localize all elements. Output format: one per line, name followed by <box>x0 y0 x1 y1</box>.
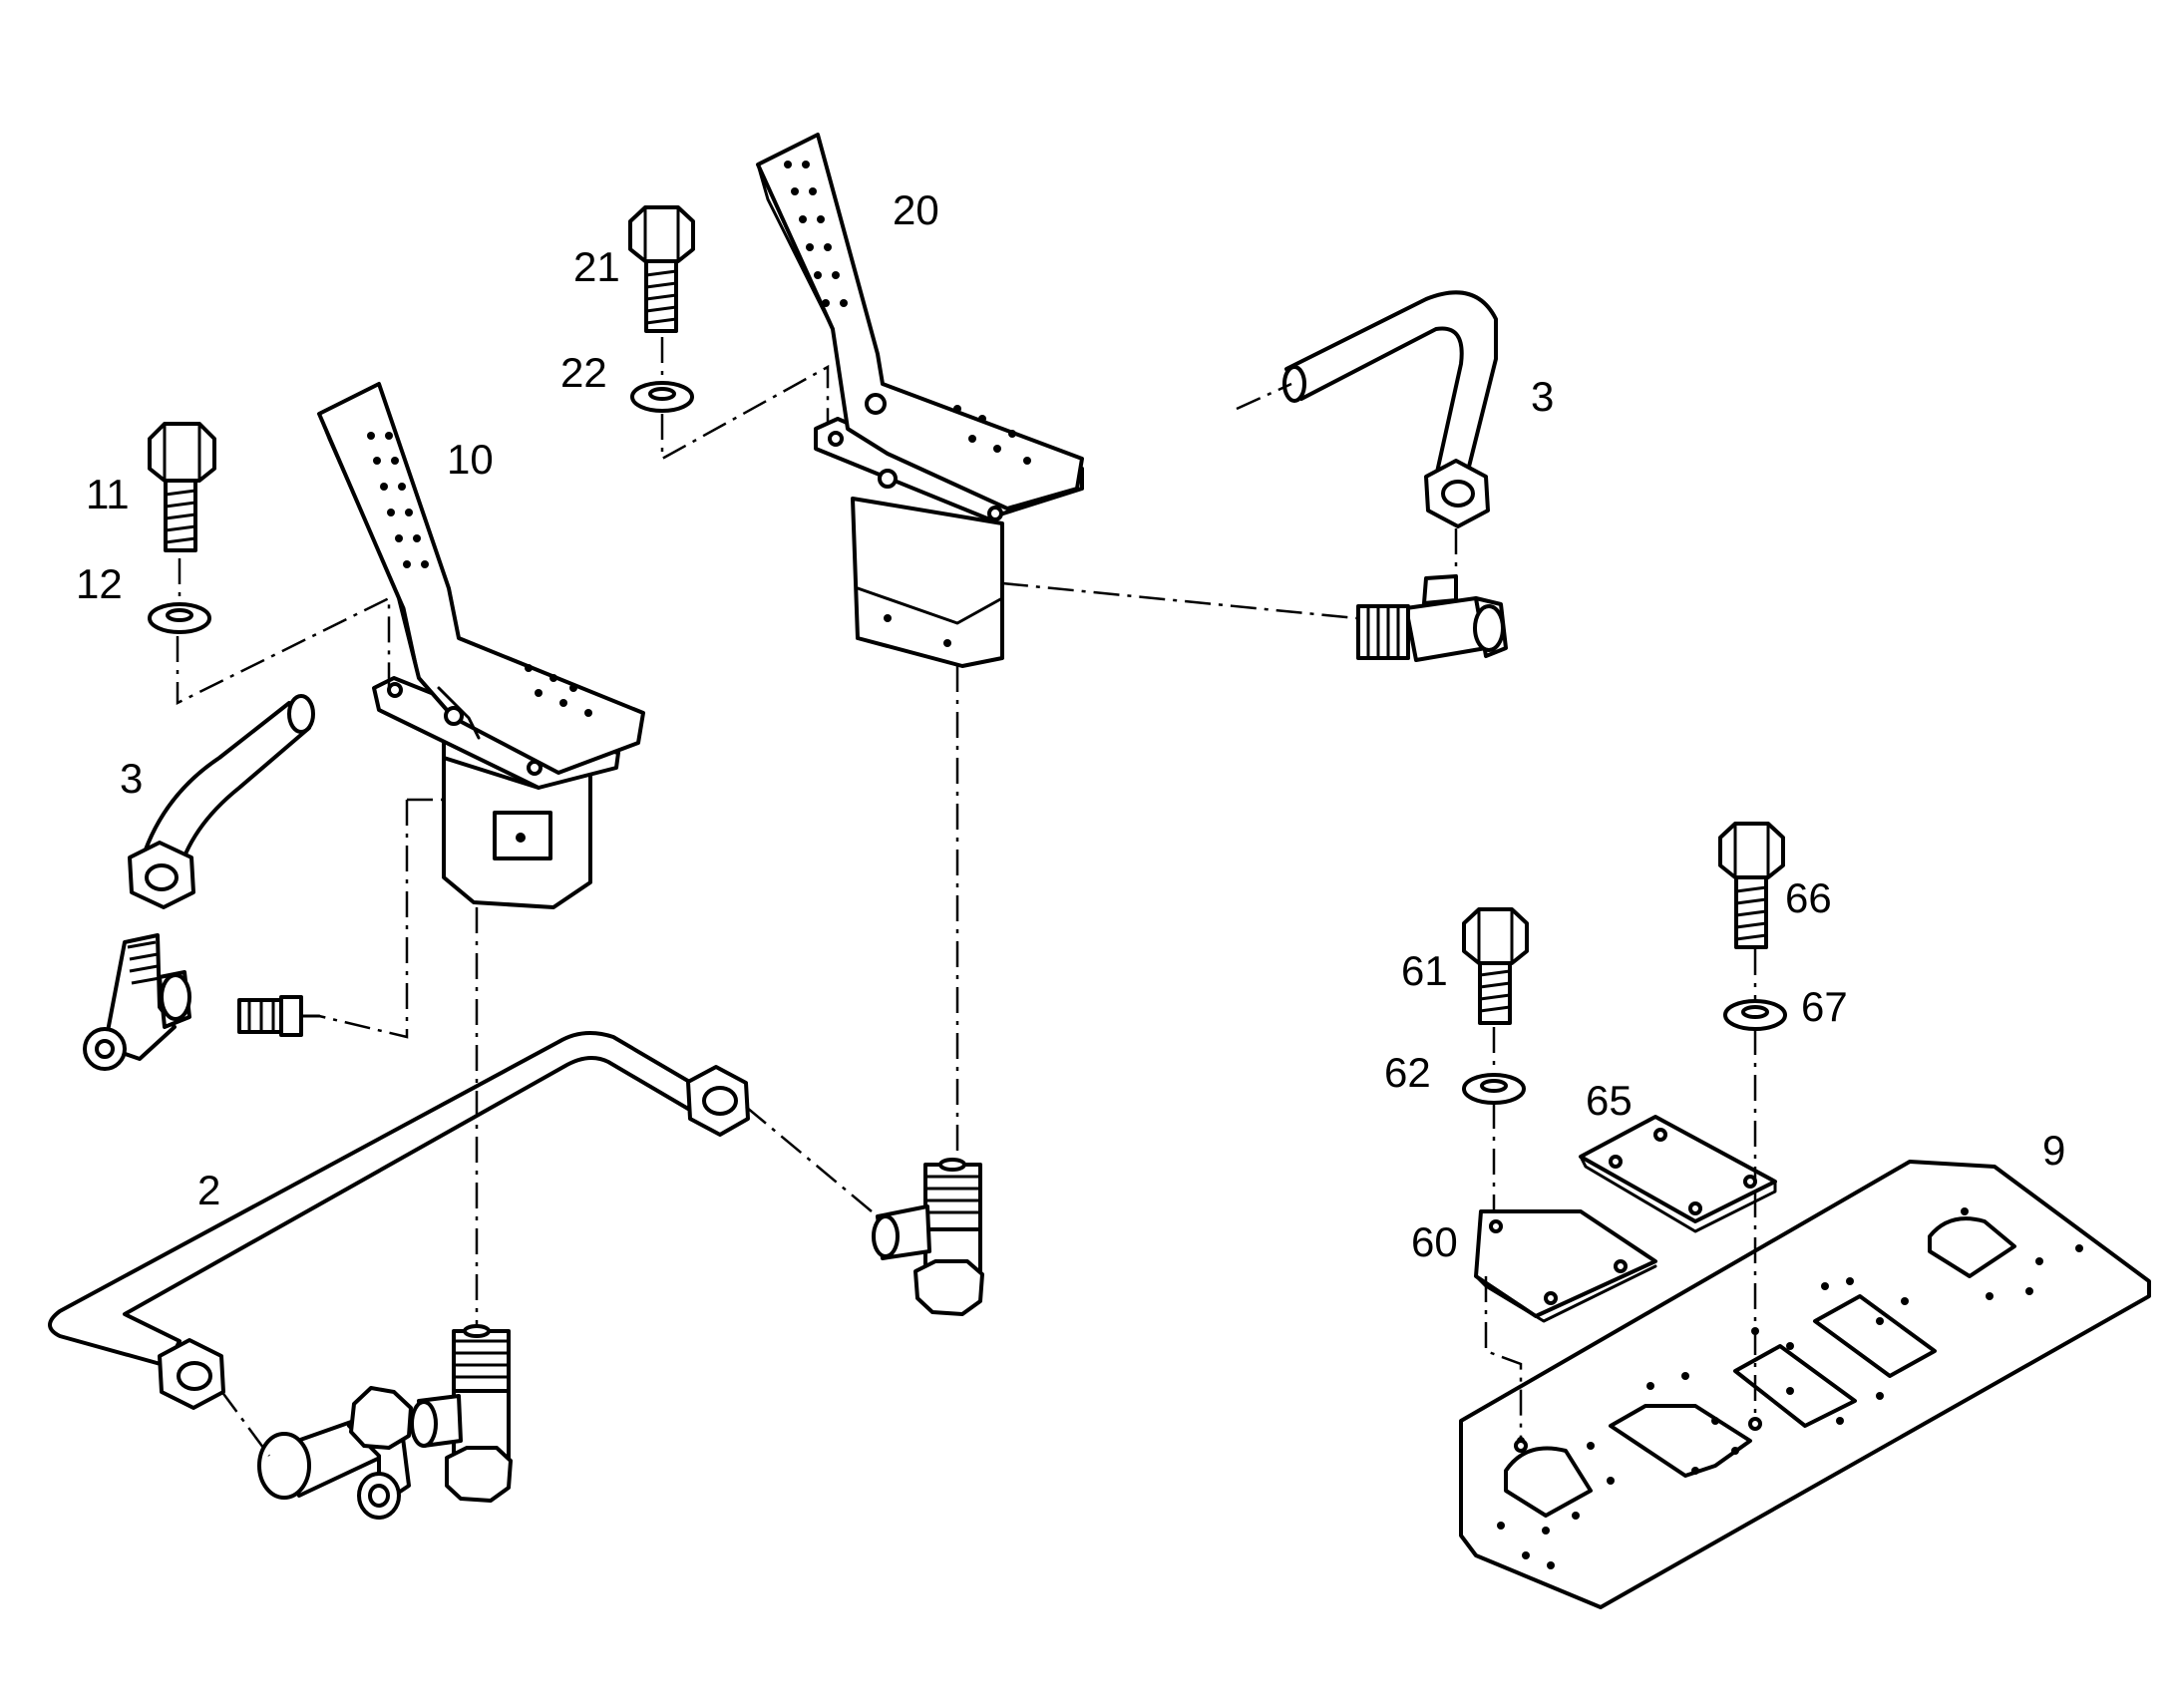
callout-2: 2 <box>197 1167 220 1213</box>
callout-21: 21 <box>573 243 620 290</box>
adapter-fitting <box>237 995 321 1037</box>
tee-fitting-lower-right <box>872 1158 984 1316</box>
callout-67: 67 <box>1801 983 1848 1030</box>
washer-22 <box>630 381 694 413</box>
callout-60: 60 <box>1411 1218 1458 1265</box>
assembly-guide-lines <box>176 337 1757 1457</box>
callout-66: 66 <box>1785 874 1832 921</box>
washer-12 <box>148 602 211 634</box>
plate-65 <box>1579 1115 1777 1233</box>
callout-11: 11 <box>86 471 130 517</box>
tee-fitting-left <box>83 933 191 1071</box>
plate-60 <box>1474 1209 1657 1323</box>
callout-12: 12 <box>76 560 123 607</box>
callout-9: 9 <box>2042 1127 2065 1174</box>
tee-fitting-right <box>1356 574 1508 662</box>
callout-3-right: 3 <box>1531 373 1554 420</box>
callout-20: 20 <box>893 186 939 233</box>
pedal-20 <box>756 133 1084 668</box>
callout-61: 61 <box>1401 947 1448 994</box>
callout-22: 22 <box>560 349 607 396</box>
bolt-61 <box>1462 907 1529 1025</box>
tee-fitting-center <box>410 1324 513 1503</box>
washer-62 <box>1462 1073 1526 1105</box>
hose-3-left <box>128 694 315 909</box>
bolt-21 <box>628 205 695 333</box>
bolt-11 <box>148 422 216 552</box>
hose-3-right <box>1282 290 1498 528</box>
mounting-plate-9 <box>1459 1160 2151 1609</box>
bolt-66 <box>1718 822 1785 949</box>
callout-labels: 2 3 3 9 10 11 12 20 21 22 60 61 62 65 66… <box>76 186 2065 1265</box>
callout-10: 10 <box>447 436 494 483</box>
pedal-10 <box>317 382 645 909</box>
callout-65: 65 <box>1586 1077 1633 1124</box>
callout-62: 62 <box>1384 1049 1431 1096</box>
callout-3-left: 3 <box>120 755 143 802</box>
washer-67 <box>1723 999 1787 1031</box>
elbow-fitting <box>257 1386 413 1520</box>
pipe-2 <box>48 1031 750 1410</box>
